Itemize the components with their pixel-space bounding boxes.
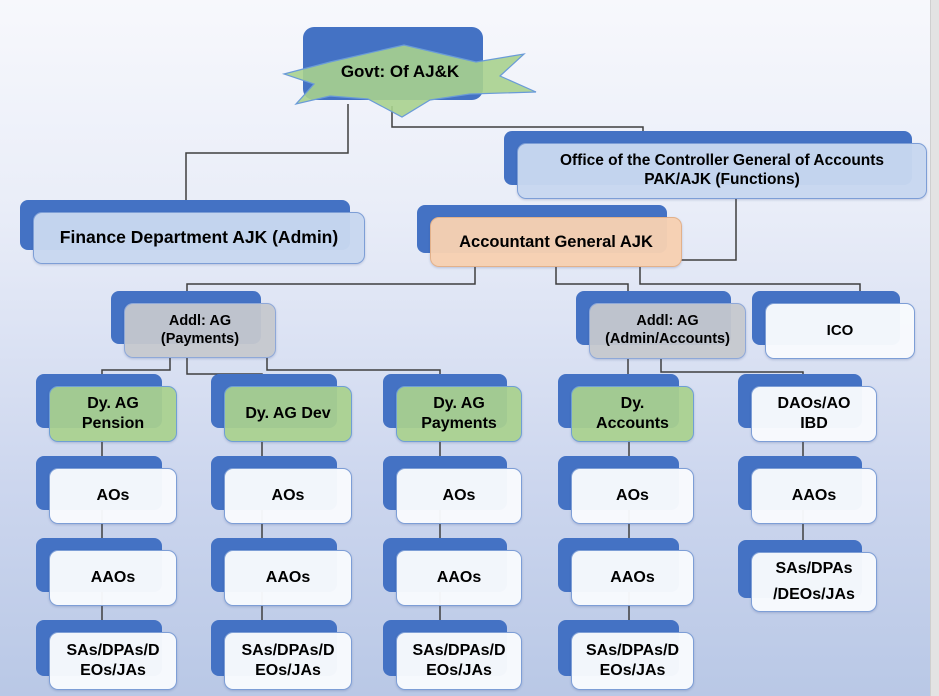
connector-govt-cga	[391, 106, 644, 134]
node-daos-line2: IBD	[800, 415, 828, 432]
node-aos-label: AOs	[271, 487, 305, 505]
node-sas-line1: SAs/DPAs/D	[241, 642, 335, 660]
node-accountant-general: Accountant General AJK	[417, 205, 682, 267]
node-aaos-col2: AAOs	[211, 538, 352, 606]
node-office-cga-line2: PAK/AJK (Functions)	[644, 171, 800, 188]
node-aaos-label: AAOs	[90, 569, 136, 587]
node-aaos-col4: AAOs	[558, 538, 694, 606]
node-sas-line1: SAs/DPAs/D	[412, 642, 506, 660]
node-dy-ag-dev: Dy. AG Dev	[211, 374, 352, 442]
node-aaos-label: AAOs	[791, 487, 837, 505]
node-ico: ICO	[752, 291, 915, 359]
node-sas-col2: SAs/DPAs/D EOs/JAs	[211, 620, 352, 690]
node-dy-pension-line2: Pension	[81, 415, 145, 432]
node-dy-pension-line1: Dy. AG	[87, 395, 139, 413]
govt-banner-shape	[281, 44, 537, 118]
node-dy-accounts-line2: Accounts	[596, 415, 669, 432]
node-aaos-col3: AAOs	[383, 538, 522, 606]
connector-ag-addl-payments	[186, 266, 476, 294]
node-aos-label: AOs	[616, 487, 649, 505]
node-sas-line1: SAs/DPAs/D	[585, 642, 680, 660]
connector-ag-addl-admin	[555, 266, 629, 294]
node-dy-payments-line2: Payments	[421, 415, 497, 432]
connector-ag-ico	[639, 266, 861, 294]
node-aos-label: AOs	[442, 487, 476, 505]
node-ico-label: ICO	[826, 321, 854, 339]
node-aos-col4: AOs	[558, 456, 694, 524]
node-sas-line1: SAs/DPAs	[775, 560, 853, 578]
node-aos-col2: AOs	[211, 456, 352, 524]
node-addl-ag-payments: Addl: AG (Payments)	[111, 291, 276, 358]
node-finance: Finance Department AJK (Admin)	[20, 200, 365, 264]
node-sas-line2: /DEOs/JAs	[773, 586, 855, 603]
node-sas-col5: SAs/DPAs /DEOs/JAs	[738, 540, 877, 612]
node-office-cga-line1: Office of the Controller General of Acco…	[559, 152, 885, 170]
node-aos-col3: AOs	[383, 456, 522, 524]
node-sas-line2: EOs/JAs	[426, 662, 492, 679]
node-dy-payments-line1: Dy. AG	[433, 395, 485, 413]
node-aos-label: AOs	[96, 487, 130, 505]
node-daos-ao-ibd: DAOs/AO IBD	[738, 374, 877, 442]
connector-govt-finance	[185, 104, 349, 203]
node-sas-col3: SAs/DPAs/D EOs/JAs	[383, 620, 522, 690]
node-aaos-label: AAOs	[610, 569, 655, 587]
node-dy-accounts: Dy. Accounts	[558, 374, 694, 442]
node-sas-line2: EOs/JAs	[255, 662, 321, 679]
node-addl-ag-admin: Addl: AG (Admin/Accounts)	[576, 291, 746, 359]
node-sas-line2: EOs/JAs	[599, 662, 666, 679]
node-aaos-col5: AAOs	[738, 456, 877, 524]
node-sas-col4: SAs/DPAs/D EOs/JAs	[558, 620, 694, 690]
node-sas-col1: SAs/DPAs/D EOs/JAs	[36, 620, 177, 690]
node-dy-dev-label: Dy. AG Dev	[245, 405, 331, 423]
right-edge-strip	[930, 0, 939, 696]
node-dy-ag-payments: Dy. AG Payments	[383, 374, 522, 442]
node-dy-ag-pension: Dy. AG Pension	[36, 374, 177, 442]
connector-cga-ag	[681, 198, 737, 261]
node-aaos-label: AAOs	[436, 569, 482, 587]
node-aaos-col1: AAOs	[36, 538, 177, 606]
node-aos-col1: AOs	[36, 456, 177, 524]
node-addl-admin-line1: Addl: AG	[636, 313, 699, 330]
node-addl-payments-line2: (Payments)	[160, 330, 240, 347]
node-finance-label: Finance Department AJK (Admin)	[59, 227, 339, 248]
node-sas-line2: EOs/JAs	[80, 662, 146, 679]
node-aaos-label: AAOs	[265, 569, 311, 587]
node-office-cga: Office of the Controller General of Acco…	[504, 131, 927, 199]
node-sas-line1: SAs/DPAs/D	[66, 642, 160, 660]
node-ag-label: Accountant General AJK	[459, 232, 653, 251]
node-daos-line1: DAOs/AO	[777, 395, 851, 413]
node-govt-label: Govt: Of AJ&K	[340, 62, 460, 81]
node-addl-payments-line1: Addl: AG	[168, 312, 232, 329]
node-dy-accounts-line1: Dy.	[620, 395, 645, 413]
node-addl-admin-line2: (Admin/Accounts)	[605, 331, 730, 347]
